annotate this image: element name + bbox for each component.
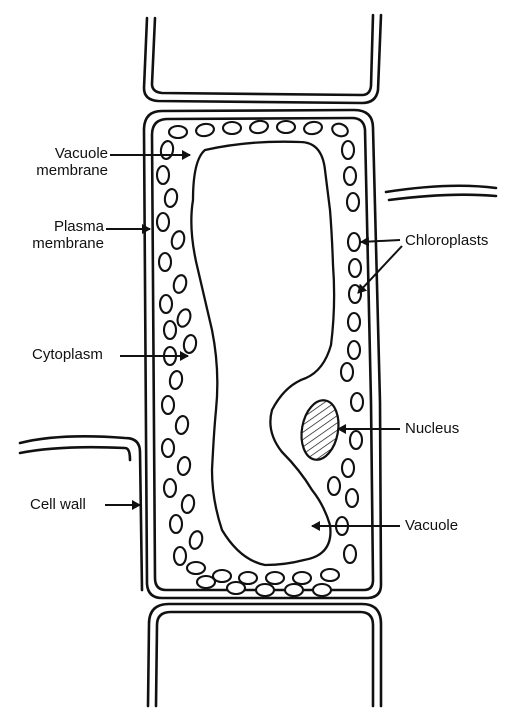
lower-neighbor-cell [148,604,381,706]
chloroplast [348,233,360,251]
chloroplast [321,569,339,581]
chloroplast [342,459,354,477]
label-plasma-membrane-line1: Plasma [14,218,104,235]
pointer-arrows [105,155,402,526]
chloroplast [349,259,361,277]
chloroplast [346,489,358,507]
chloroplast [266,572,284,584]
chloroplast [313,584,331,596]
chloroplast [170,230,186,250]
chloroplast [350,431,362,449]
nucleus-shape [297,397,343,462]
chloroplast [349,285,361,303]
chloroplast [342,141,354,159]
chloroplast [285,584,303,596]
chloroplast [170,515,182,533]
chloroplast [174,547,186,565]
label-vacuole: Vacuole [405,517,458,534]
label-plasma-membrane-line2: membrane [14,235,104,252]
chloroplast [162,396,174,414]
chloroplast [351,393,363,411]
chloroplast [188,530,204,550]
chloroplast [348,341,360,359]
chloroplast [347,193,359,211]
chloroplast [169,126,187,138]
label-vacuole-membrane: Vacuole membrane [20,145,108,179]
pointer-chloroplast-2 [358,246,402,293]
chloroplast-group [157,120,363,596]
chloroplast [181,494,196,514]
chloroplast [183,334,198,354]
chloroplast [227,582,245,594]
chloroplast [160,140,175,160]
chloroplast [197,576,215,588]
chloroplast [175,307,192,328]
chloroplast [164,188,179,208]
chloroplast [157,166,169,184]
chloroplast [195,123,215,138]
chloroplast [293,572,311,584]
chloroplast [249,120,269,135]
label-cell-wall: Cell wall [30,496,86,513]
chloroplast [256,584,274,596]
chloroplast [341,363,353,381]
chloroplast [187,562,205,574]
chloroplast [164,479,176,497]
label-cytoplasm: Cytoplasm [32,346,103,363]
chloroplast [162,439,174,457]
chloroplast [159,253,171,271]
chloroplast [157,213,169,231]
label-vacuole-membrane-line1: Vacuole [20,145,108,162]
chloroplast [344,167,356,185]
chloroplast [344,545,356,563]
label-chloroplasts: Chloroplasts [405,232,488,249]
chloroplast [172,274,188,294]
chloroplast [169,370,184,390]
chloroplast [328,477,340,495]
chloroplast [348,313,360,331]
chloroplast [303,121,323,136]
label-nucleus: Nucleus [405,420,459,437]
chloroplast [277,121,295,133]
chloroplast [330,122,349,139]
vacuole-membrane-outline [191,142,334,565]
label-plasma-membrane: Plasma membrane [14,218,104,252]
chloroplast [175,415,190,435]
chloroplast [177,456,192,476]
upper-neighbor-cell [144,15,381,103]
chloroplast [160,295,172,313]
label-vacuole-membrane-line2: membrane [20,162,108,179]
chloroplast [223,122,241,134]
chloroplast [164,321,176,339]
